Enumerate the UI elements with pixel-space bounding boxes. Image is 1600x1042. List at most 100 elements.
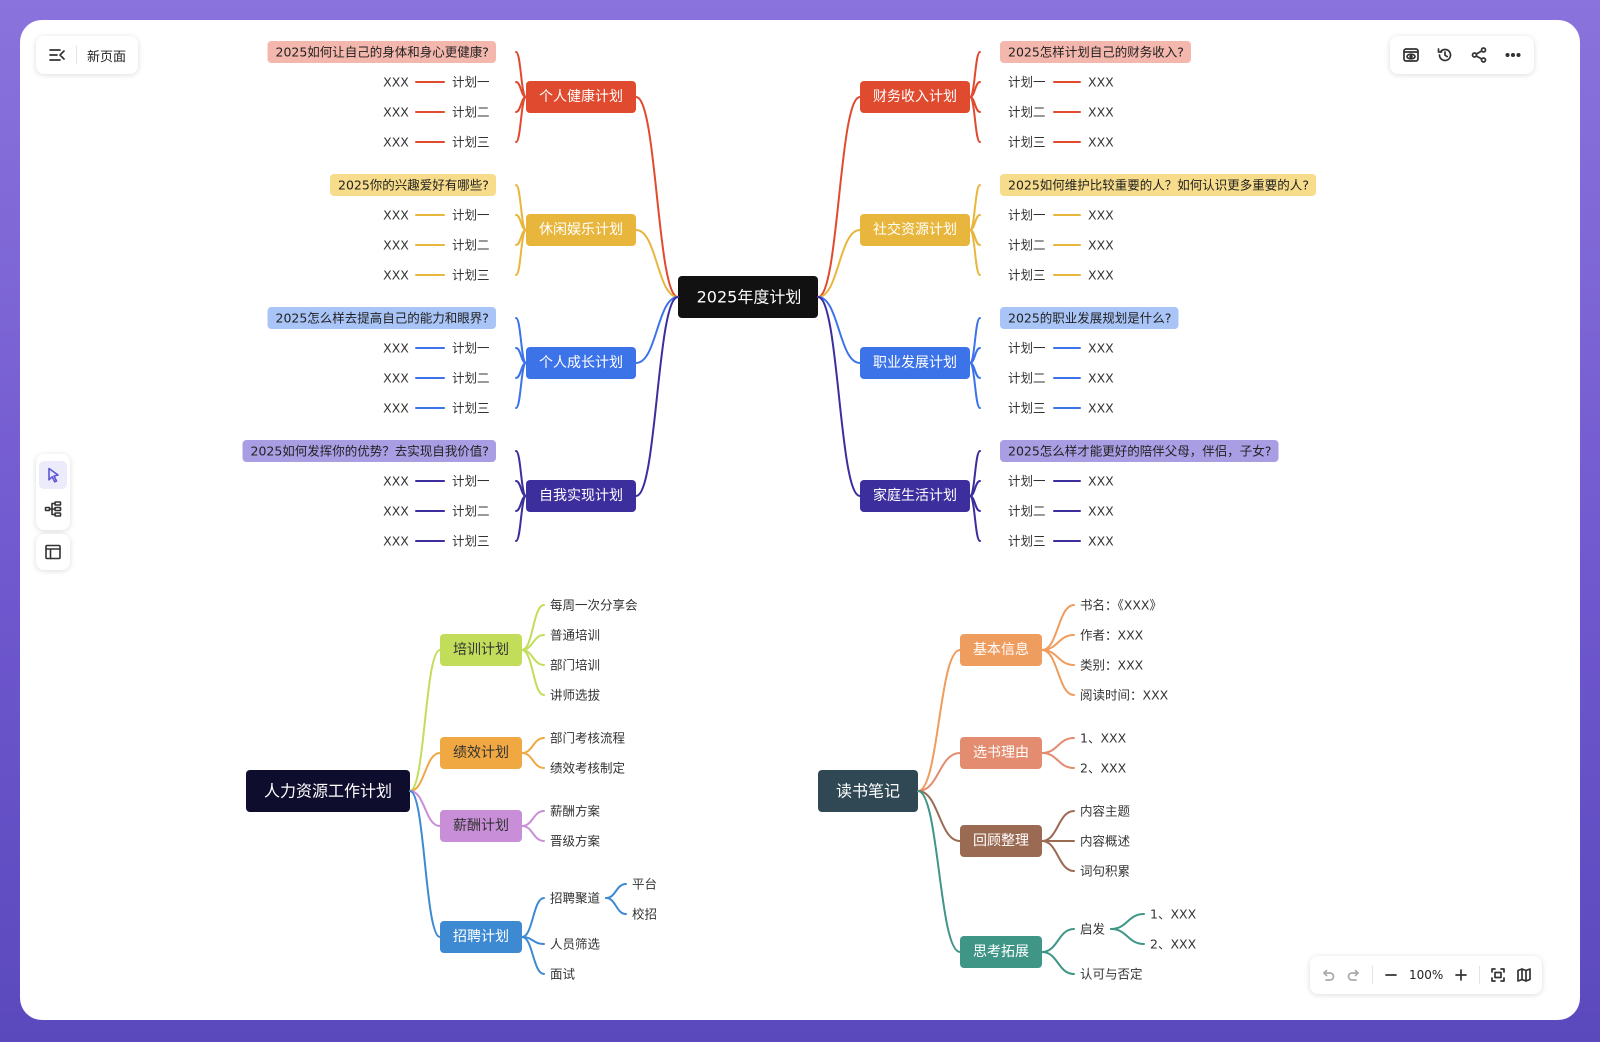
plan-item[interactable]: 计划二 bbox=[452, 105, 490, 120]
branch-node-3[interactable] bbox=[526, 347, 636, 379]
reading-leaf-item[interactable]: 内容主题 bbox=[1080, 804, 1131, 819]
reading-leaf-item[interactable]: 书名：《XXX》 bbox=[1080, 598, 1162, 613]
reading-center-label[interactable]: 读书笔记 bbox=[836, 782, 900, 801]
plan-item[interactable]: 计划三 bbox=[1008, 135, 1046, 150]
plan-item[interactable]: 计划二 bbox=[452, 504, 490, 519]
zoom-in-icon[interactable] bbox=[1453, 967, 1469, 983]
plan-value[interactable]: XXX bbox=[1088, 208, 1114, 223]
plan-value[interactable]: XXX bbox=[383, 534, 409, 549]
plan-value[interactable]: XXX bbox=[383, 105, 409, 120]
question-text[interactable]: 2025怎么样去提高自己的能力和眼界? bbox=[276, 311, 489, 326]
hr-leaf-item[interactable]: 每周一次分享会 bbox=[550, 598, 638, 613]
reading-branch-label[interactable]: 基本信息 bbox=[973, 641, 1029, 658]
zoom-out-icon[interactable] bbox=[1383, 967, 1399, 983]
hr-leaf-item[interactable]: 薪酬方案 bbox=[550, 804, 601, 819]
plan-item[interactable]: 计划二 bbox=[452, 238, 490, 253]
redo-icon[interactable] bbox=[1346, 967, 1362, 983]
reading-leaf-item[interactable]: 启发 bbox=[1080, 922, 1106, 937]
question-pill[interactable] bbox=[1000, 41, 1191, 63]
hr-branch-node-3[interactable] bbox=[440, 810, 522, 842]
plan-value[interactable]: XXX bbox=[1088, 105, 1114, 120]
branch-node-5[interactable] bbox=[860, 81, 970, 113]
plan-item[interactable]: 计划三 bbox=[1008, 268, 1046, 283]
branch-node-1[interactable] bbox=[526, 81, 636, 113]
more-icon[interactable] bbox=[1504, 46, 1522, 64]
plan-item[interactable]: 计划一 bbox=[452, 474, 490, 489]
question-pill[interactable] bbox=[1000, 307, 1179, 329]
plan-item[interactable]: 计划三 bbox=[452, 401, 490, 416]
reading-branch-label[interactable]: 选书理由 bbox=[973, 745, 1029, 761]
plan-value[interactable]: XXX bbox=[1088, 504, 1114, 519]
plan-item[interactable]: 计划三 bbox=[452, 268, 490, 283]
plan-value[interactable]: XXX bbox=[383, 135, 409, 150]
reading-leaf-item[interactable]: 词句积累 bbox=[1080, 864, 1130, 879]
branch-node-7[interactable] bbox=[860, 347, 970, 379]
plan-item[interactable]: 计划二 bbox=[1008, 105, 1046, 120]
plan-item[interactable]: 计划一 bbox=[452, 341, 490, 356]
select-pointer-icon[interactable] bbox=[39, 461, 67, 489]
plan-item[interactable]: 计划一 bbox=[1008, 341, 1046, 356]
plan-value[interactable]: XXX bbox=[383, 208, 409, 223]
question-text[interactable]: 2025怎样计划自己的财务收入? bbox=[1008, 45, 1184, 60]
question-pill[interactable] bbox=[267, 307, 497, 329]
minimap-icon[interactable] bbox=[1516, 967, 1532, 983]
branch-label[interactable]: 职业发展计划 bbox=[873, 355, 957, 371]
question-pill[interactable] bbox=[242, 440, 497, 462]
hr-leaf-item[interactable]: 绩效考核制定 bbox=[550, 761, 625, 776]
question-pill[interactable] bbox=[1000, 174, 1316, 196]
plan-value[interactable]: XXX bbox=[1088, 135, 1114, 150]
plan-value[interactable]: XXX bbox=[383, 474, 409, 489]
reading-branch-node-4[interactable] bbox=[960, 936, 1042, 968]
hr-leaf-item[interactable]: 人员筛选 bbox=[550, 937, 601, 952]
hr-leaf-item[interactable]: 部门考核流程 bbox=[550, 731, 626, 746]
hr-branch-label[interactable]: 培训计划 bbox=[453, 642, 509, 658]
hr-leaf-item[interactable]: 普通培训 bbox=[550, 628, 600, 643]
fit-screen-icon[interactable] bbox=[1490, 967, 1506, 983]
plan-value[interactable]: XXX bbox=[1088, 371, 1114, 386]
undo-icon[interactable] bbox=[1320, 967, 1336, 983]
branch-node-2[interactable] bbox=[526, 214, 636, 246]
question-text[interactable]: 2025的职业发展规划是什么? bbox=[1008, 311, 1171, 326]
plan-item[interactable]: 计划二 bbox=[1008, 238, 1046, 253]
plan-value[interactable]: XXX bbox=[1088, 238, 1114, 253]
reading-leaf-item[interactable]: 类别：XXX bbox=[1080, 658, 1144, 673]
hr-leaf-item[interactable]: 面试 bbox=[550, 967, 576, 982]
hr-subleaf-item[interactable]: 校招 bbox=[632, 907, 657, 922]
question-text[interactable]: 2025你的兴趣爱好有哪些? bbox=[338, 178, 489, 193]
plan-item[interactable]: 计划一 bbox=[1008, 75, 1046, 90]
center-topic-label[interactable]: 2025年度计划 bbox=[697, 288, 802, 307]
reading-subleaf-item[interactable]: 1、XXX bbox=[1150, 907, 1197, 922]
branch-node-6[interactable] bbox=[860, 214, 970, 246]
branch-label[interactable]: 自我实现计划 bbox=[539, 488, 623, 504]
question-pill[interactable] bbox=[1000, 440, 1279, 462]
page-title[interactable]: 新页面 bbox=[87, 49, 127, 65]
plan-item[interactable]: 计划三 bbox=[452, 534, 490, 549]
plan-value[interactable]: XXX bbox=[383, 268, 409, 283]
share-icon[interactable] bbox=[1470, 46, 1488, 64]
reading-leaf-item[interactable]: 阅读时间：XXX bbox=[1080, 688, 1169, 703]
center-topic[interactable] bbox=[678, 276, 818, 318]
plan-item[interactable]: 计划二 bbox=[1008, 371, 1046, 386]
plan-value[interactable]: XXX bbox=[383, 401, 409, 416]
layout-panel-icon[interactable] bbox=[39, 538, 67, 566]
reading-leaf-item[interactable]: 2、XXX bbox=[1080, 761, 1127, 776]
hr-branch-node-1[interactable] bbox=[440, 634, 522, 666]
plan-item[interactable]: 计划二 bbox=[452, 371, 490, 386]
branch-label[interactable]: 个人成长计划 bbox=[539, 355, 623, 371]
reading-subleaf-item[interactable]: 2、XXX bbox=[1150, 937, 1197, 952]
plan-item[interactable]: 计划三 bbox=[452, 135, 490, 150]
hr-leaf-item[interactable]: 晋级方案 bbox=[550, 834, 601, 849]
reading-leaf-item[interactable]: 1、XXX bbox=[1080, 731, 1127, 746]
hr-branch-node-4[interactable] bbox=[440, 921, 522, 953]
plan-value[interactable]: XXX bbox=[1088, 534, 1114, 549]
branch-node-4[interactable] bbox=[526, 480, 636, 512]
reading-leaf-item[interactable]: 内容概述 bbox=[1080, 834, 1131, 849]
reading-branch-label[interactable]: 思考拓展 bbox=[973, 944, 1029, 960]
branch-label[interactable]: 休闲娱乐计划 bbox=[539, 222, 623, 238]
plan-item[interactable]: 计划一 bbox=[452, 75, 490, 90]
menu-collapse-icon[interactable] bbox=[48, 46, 66, 64]
plan-value[interactable]: XXX bbox=[383, 504, 409, 519]
reading-branch-node-3[interactable] bbox=[960, 825, 1042, 857]
question-text[interactable]: 2025如何让自己的身体和身心更健康? bbox=[276, 45, 489, 60]
preview-icon[interactable] bbox=[1402, 46, 1420, 64]
